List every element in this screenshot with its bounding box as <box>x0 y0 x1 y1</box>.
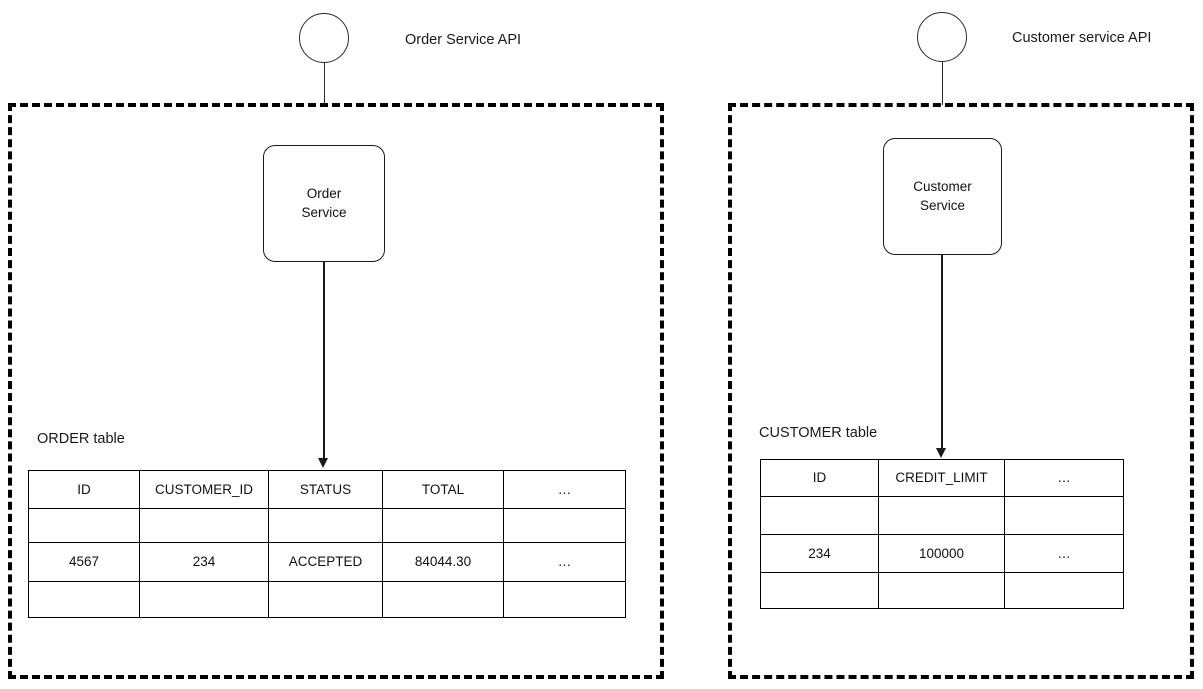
cell <box>878 572 1005 609</box>
cell <box>382 581 504 618</box>
order-service-to-table-arrow-head <box>318 458 329 468</box>
cell <box>382 508 504 543</box>
customer-table-caption: CUSTOMER table <box>759 425 878 441</box>
table-row <box>760 572 1124 609</box>
cell: 100000 <box>878 534 1005 573</box>
cell: 234 <box>760 534 879 573</box>
cell <box>503 581 626 618</box>
column-header-total: TOTAL <box>382 470 504 509</box>
customer-table: ID CREDIT_LIMIT … 234 100000 … <box>760 459 1124 609</box>
table-header-row: ID CUSTOMER_ID STATUS TOTAL … <box>28 470 626 509</box>
column-header-credit-limit: CREDIT_LIMIT <box>878 459 1005 497</box>
customer-service-api-stem <box>941 62 943 105</box>
table-row <box>28 581 626 618</box>
column-header-id: ID <box>760 459 879 497</box>
bounded-context-order <box>8 103 664 679</box>
cell <box>139 581 269 618</box>
cell: … <box>1004 534 1124 573</box>
cell <box>878 496 1005 535</box>
order-service-to-table-arrow-line <box>323 262 325 460</box>
order-service-api-circle-icon[interactable] <box>299 13 349 63</box>
cell: 4567 <box>28 542 140 582</box>
table-row <box>760 496 1124 535</box>
column-header-customer-id: CUSTOMER_ID <box>139 470 269 509</box>
cell <box>1004 572 1124 609</box>
table-row <box>28 508 626 543</box>
cell <box>268 508 383 543</box>
bounded-context-customer <box>728 103 1194 679</box>
cell <box>503 508 626 543</box>
customer-service-to-table-arrow-head <box>936 448 947 458</box>
table-header-row: ID CREDIT_LIMIT … <box>760 459 1124 497</box>
cell <box>1004 496 1124 535</box>
column-header-ellipsis: … <box>1004 459 1124 497</box>
cell <box>268 581 383 618</box>
cell <box>28 508 140 543</box>
cell: 234 <box>139 542 269 582</box>
cell: … <box>503 542 626 582</box>
table-row: 234 100000 … <box>760 534 1124 573</box>
column-header-status: STATUS <box>268 470 383 509</box>
cell: ACCEPTED <box>268 542 383 582</box>
cell <box>760 572 879 609</box>
customer-service-box[interactable]: Customer Service <box>883 138 1002 255</box>
customer-service-api-label: Customer service API <box>1012 30 1152 46</box>
order-service-box[interactable]: Order Service <box>263 145 385 262</box>
cell <box>28 581 140 618</box>
order-service-api-stem <box>323 63 325 105</box>
order-service-api-label: Order Service API <box>405 32 522 48</box>
table-row: 4567 234 ACCEPTED 84044.30 … <box>28 542 626 582</box>
cell <box>760 496 879 535</box>
customer-service-api-circle-icon[interactable] <box>917 12 967 62</box>
column-header-ellipsis: … <box>503 470 626 509</box>
column-header-id: ID <box>28 470 140 509</box>
order-table: ID CUSTOMER_ID STATUS TOTAL … 4567 234 A… <box>28 470 626 618</box>
customer-service-to-table-arrow-line <box>941 255 943 450</box>
cell <box>139 508 269 543</box>
order-table-caption: ORDER table <box>37 431 125 447</box>
cell: 84044.30 <box>382 542 504 582</box>
